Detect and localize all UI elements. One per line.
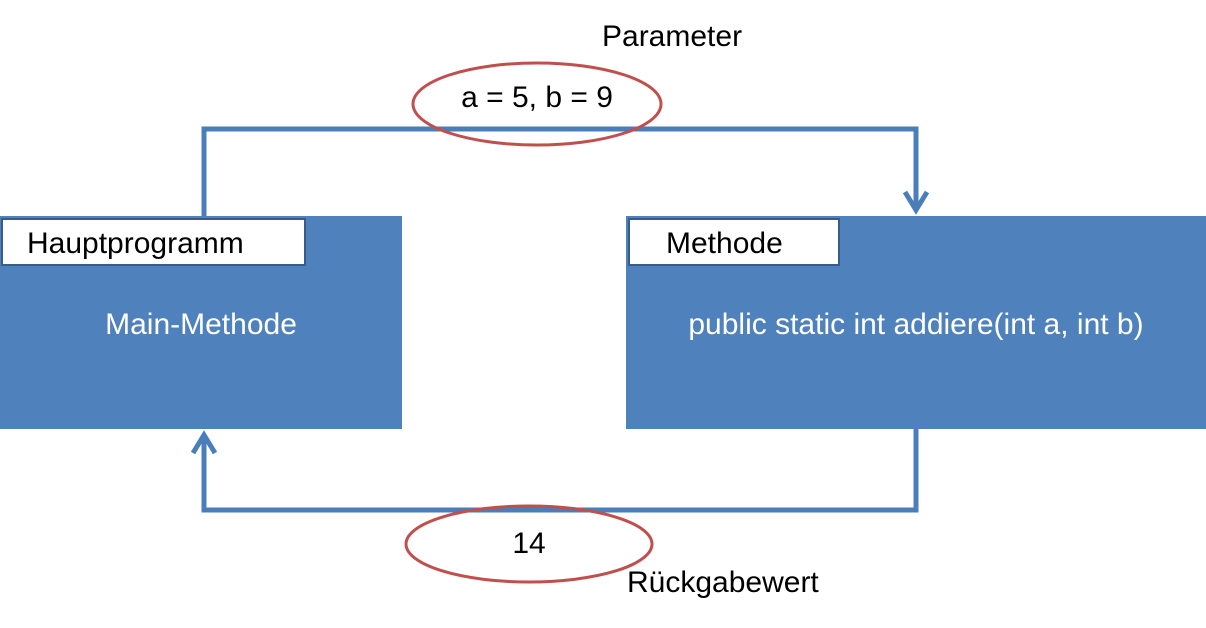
parameter-values: a = 5, b = 9 <box>461 81 613 114</box>
call-connector <box>201 126 919 216</box>
parameter-label: Parameter <box>602 20 743 53</box>
main-block-tag: Hauptprogramm <box>1 218 306 266</box>
return-value: 14 <box>512 527 546 560</box>
method-block-tag: Methode <box>628 218 840 266</box>
parameter-oval <box>411 61 663 147</box>
return-value-oval <box>404 504 654 584</box>
return-arrowhead <box>190 430 218 455</box>
main-block-text: Main-Methode <box>105 308 297 341</box>
call-arrowhead <box>902 190 930 215</box>
method-block-text: public static int addiere(int a, int b) <box>688 308 1144 341</box>
return-connector <box>201 429 919 513</box>
return-label: Rückgabewert <box>627 566 819 599</box>
